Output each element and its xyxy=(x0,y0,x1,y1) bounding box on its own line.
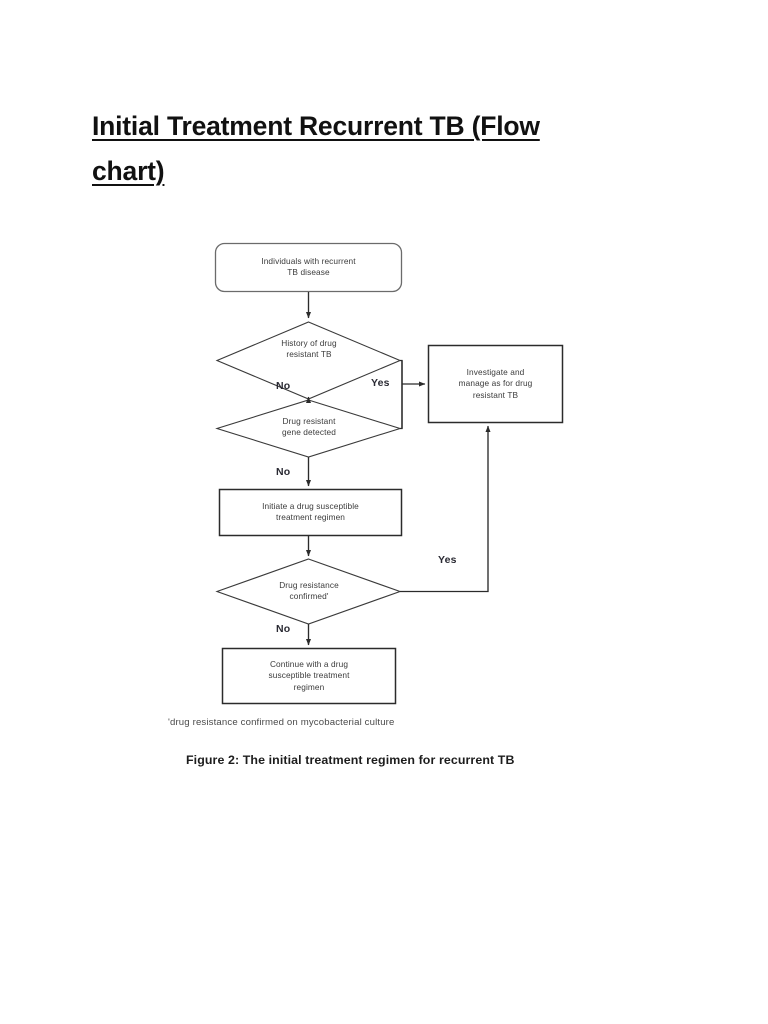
figure-caption: Figure 2: The initial treatment regimen … xyxy=(186,753,515,767)
edge-label-no-2: No xyxy=(276,466,291,478)
node-investigate-manage-shape xyxy=(427,344,564,424)
node-initiate-regimen-shape xyxy=(218,488,403,537)
edge-label-yes-2: Yes xyxy=(438,554,457,566)
node-gene-detected-shape xyxy=(215,399,402,458)
page-title: Initial Treatment Recurrent TB (Flow cha… xyxy=(92,104,672,194)
edge-label-yes-1: Yes xyxy=(371,377,390,389)
node-continue-regimen-shape xyxy=(221,647,397,705)
node-start-shape xyxy=(214,242,403,293)
edge-resistance-yes-to-investigate xyxy=(400,425,491,593)
page-title-line-1: Initial Treatment Recurrent TB (Flow xyxy=(92,110,540,141)
figure-footnote: 'drug resistance confirmed on mycobacter… xyxy=(168,717,395,728)
edge-label-no-1: No xyxy=(276,380,291,392)
edge-label-no-3: No xyxy=(276,623,291,635)
node-resistance-confirmed-shape xyxy=(215,558,402,625)
page-title-line-2: chart) xyxy=(92,155,165,186)
